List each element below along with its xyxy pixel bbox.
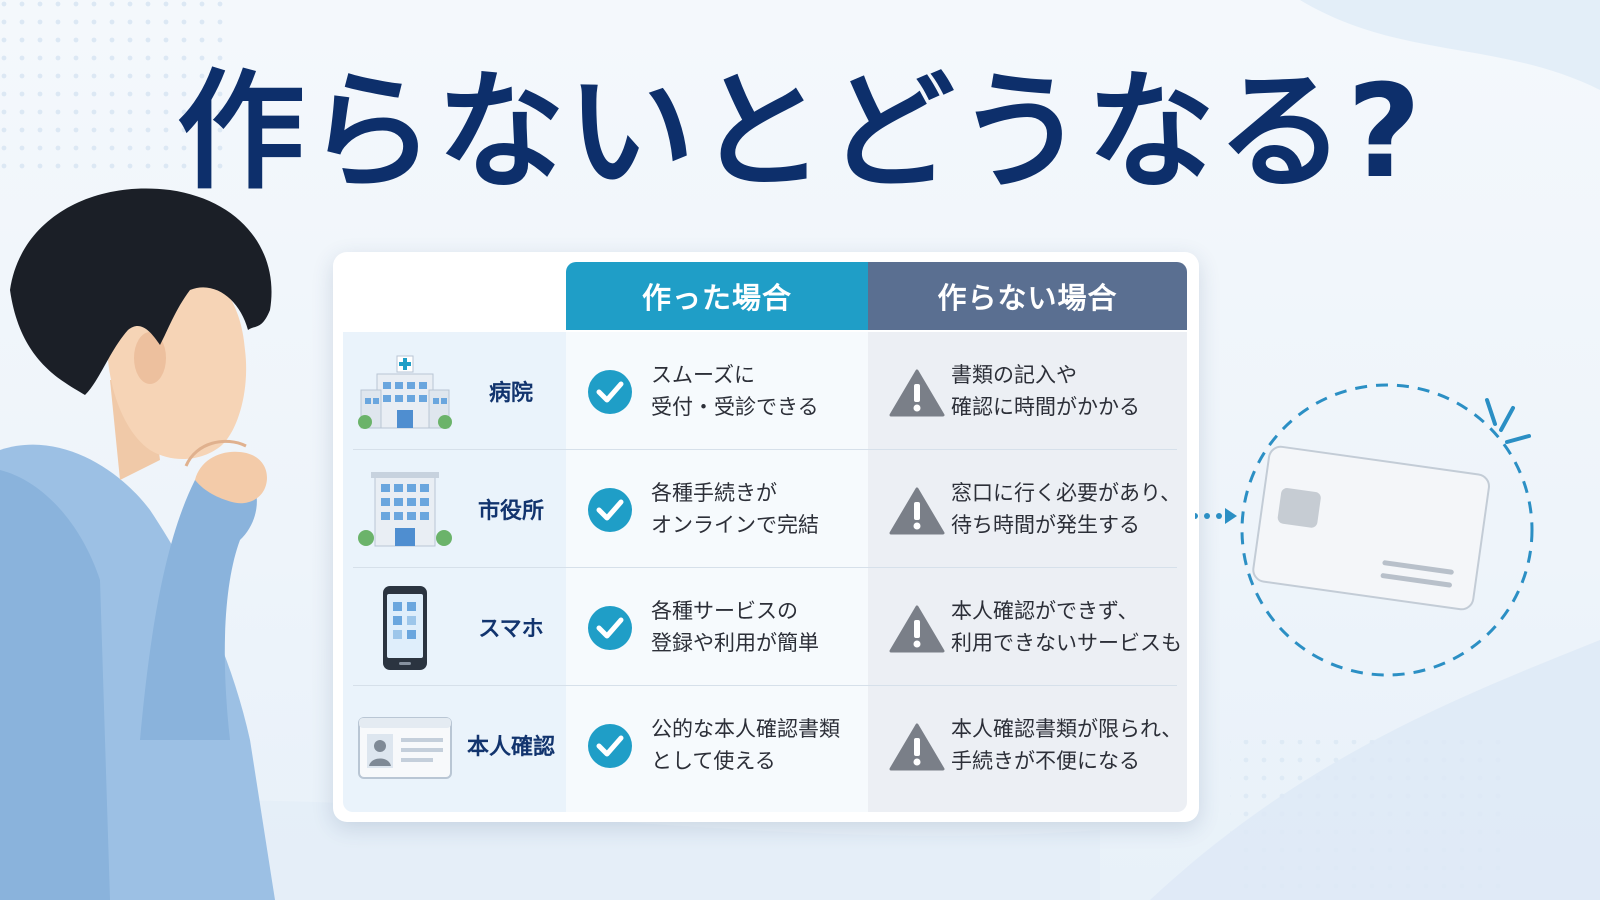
- without-text: 窓口に行く必要があり、待ち時間が発生する: [951, 481, 1182, 537]
- with-text: スムーズに受付・受診できる: [651, 363, 819, 419]
- check-icon: [588, 606, 632, 650]
- table-row: 市役所 各種手続きがオンラインで完結 窓口に行く必要があり、待ち時間が発生する: [343, 450, 1187, 568]
- category-label: 病院: [488, 381, 533, 406]
- thinking-person-illustration: [0, 188, 275, 900]
- category-label: スマホ: [478, 617, 544, 642]
- id-card-icon: [358, 717, 452, 779]
- warning-icon: [889, 605, 945, 653]
- check-icon: [588, 370, 632, 414]
- table-row: 本人確認 公的な本人確認書類として使える 本人確認書類が限られ、手続きが不便にな…: [343, 686, 1187, 804]
- hospital-icon: [358, 355, 452, 429]
- arrow-icon: [1195, 508, 1237, 524]
- without-text: 本人確認書類が限られ、手続きが不便になる: [951, 717, 1183, 773]
- smartphone-icon: [383, 586, 427, 670]
- warning-icon: [889, 723, 945, 771]
- table-row: スマホ 各種サービスの登録や利用が簡単 本人確認ができず、利用できないサービスも: [343, 568, 1187, 686]
- with-text: 各種手続きがオンラインで完結: [651, 481, 819, 537]
- check-icon: [588, 488, 632, 532]
- with-text: 公的な本人確認書類として使える: [651, 717, 840, 773]
- table-row: 病院 スムーズに受付・受診できる 書類の記入や確認に時間がかかる: [343, 332, 1187, 450]
- warning-icon: [889, 369, 945, 417]
- comparison-table: 作った場合 作らない場合 病院 スムーズに受付・受診できる 書類の記入や確認に時…: [333, 252, 1199, 822]
- category-label: 本人確認: [466, 735, 555, 760]
- with-text: 各種サービスの登録や利用が簡単: [651, 599, 819, 655]
- card-illustration: [1195, 383, 1534, 677]
- sparkle-icon: [1485, 398, 1531, 444]
- warning-icon: [889, 487, 945, 535]
- without-text: 本人確認ができず、利用できないサービスも: [951, 599, 1182, 655]
- city-hall-icon: [358, 472, 452, 547]
- header-without: 作らない場合: [868, 262, 1187, 330]
- category-label: 市役所: [477, 499, 544, 524]
- check-icon: [588, 724, 632, 768]
- page-title: 作らないとどうなる?: [176, 58, 1424, 207]
- header-with: 作った場合: [566, 262, 868, 330]
- without-text: 書類の記入や確認に時間がかかる: [951, 363, 1140, 419]
